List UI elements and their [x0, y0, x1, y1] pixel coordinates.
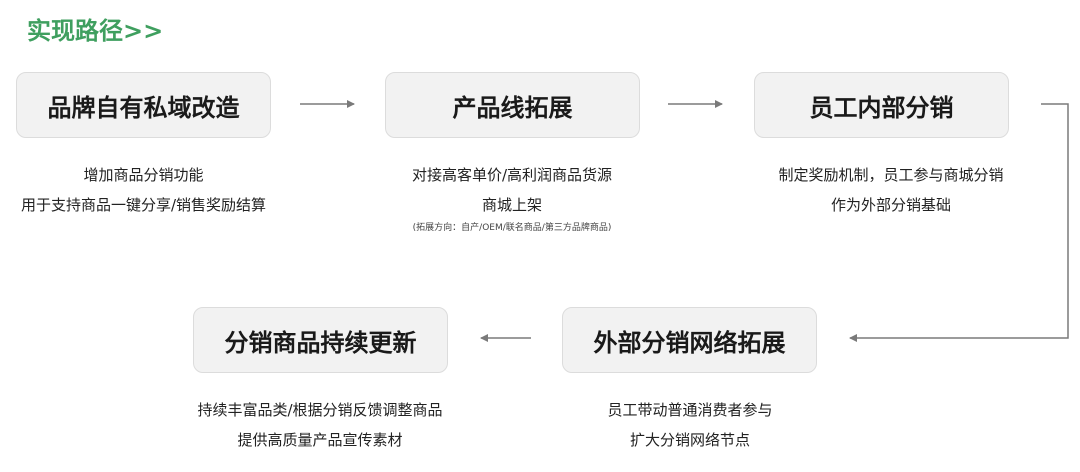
desc-line: 制定奖励机制，员工参与商城分销 — [778, 166, 1004, 184]
desc-line: 商城上架 — [481, 196, 542, 214]
desc-line: 持续丰富品类/根据分销反馈调整商品 — [197, 401, 443, 419]
desc-note: (拓展方向：自产/OEM/联名商品/第三方品牌商品) — [412, 223, 612, 233]
desc-line: 对接高客单价/高利润商品货源 — [411, 166, 613, 184]
step-box-external-network: 外部分销网络拓展 — [562, 307, 817, 373]
desc-line: 扩大分销网络节点 — [629, 431, 750, 449]
step-desc-employee-distribution: 制定奖励机制，员工参与商城分销 作为外部分销基础 — [741, 160, 1041, 220]
desc-line: 增加商品分销功能 — [83, 166, 204, 184]
step-desc-external-network: 员工带动普通消费者参与 扩大分销网络节点 — [540, 395, 840, 455]
step-box-product-line: 产品线拓展 — [385, 72, 640, 138]
step-label: 分销商品持续更新 — [224, 328, 417, 357]
step-label: 员工内部分销 — [809, 93, 954, 122]
step-box-employee-distribution: 员工内部分销 — [754, 72, 1009, 138]
page-title: 实现路径>> — [27, 17, 164, 45]
step-label: 产品线拓展 — [452, 93, 573, 122]
step-desc-private-domain: 增加商品分销功能 用于支持商品一键分享/销售奖励结算 — [0, 160, 287, 220]
step-desc-product-line: 对接高客单价/高利润商品货源 商城上架 (拓展方向：自产/OEM/联名商品/第三… — [362, 160, 662, 236]
arrow-step3-to-step4 — [849, 103, 1069, 342]
desc-line: 用于支持商品一键分享/销售奖励结算 — [20, 196, 267, 214]
step-box-product-update: 分销商品持续更新 — [193, 307, 448, 373]
step-box-private-domain: 品牌自有私域改造 — [16, 72, 271, 138]
desc-line: 员工带动普通消费者参与 — [607, 401, 773, 419]
step-label: 外部分销网络拓展 — [593, 328, 786, 357]
step-desc-product-update: 持续丰富品类/根据分销反馈调整商品 提供高质量产品宣传素材 — [170, 395, 470, 455]
desc-line: 提供高质量产品宣传素材 — [237, 431, 403, 449]
step-label: 品牌自有私域改造 — [47, 93, 240, 122]
desc-line: 作为外部分销基础 — [830, 196, 951, 214]
